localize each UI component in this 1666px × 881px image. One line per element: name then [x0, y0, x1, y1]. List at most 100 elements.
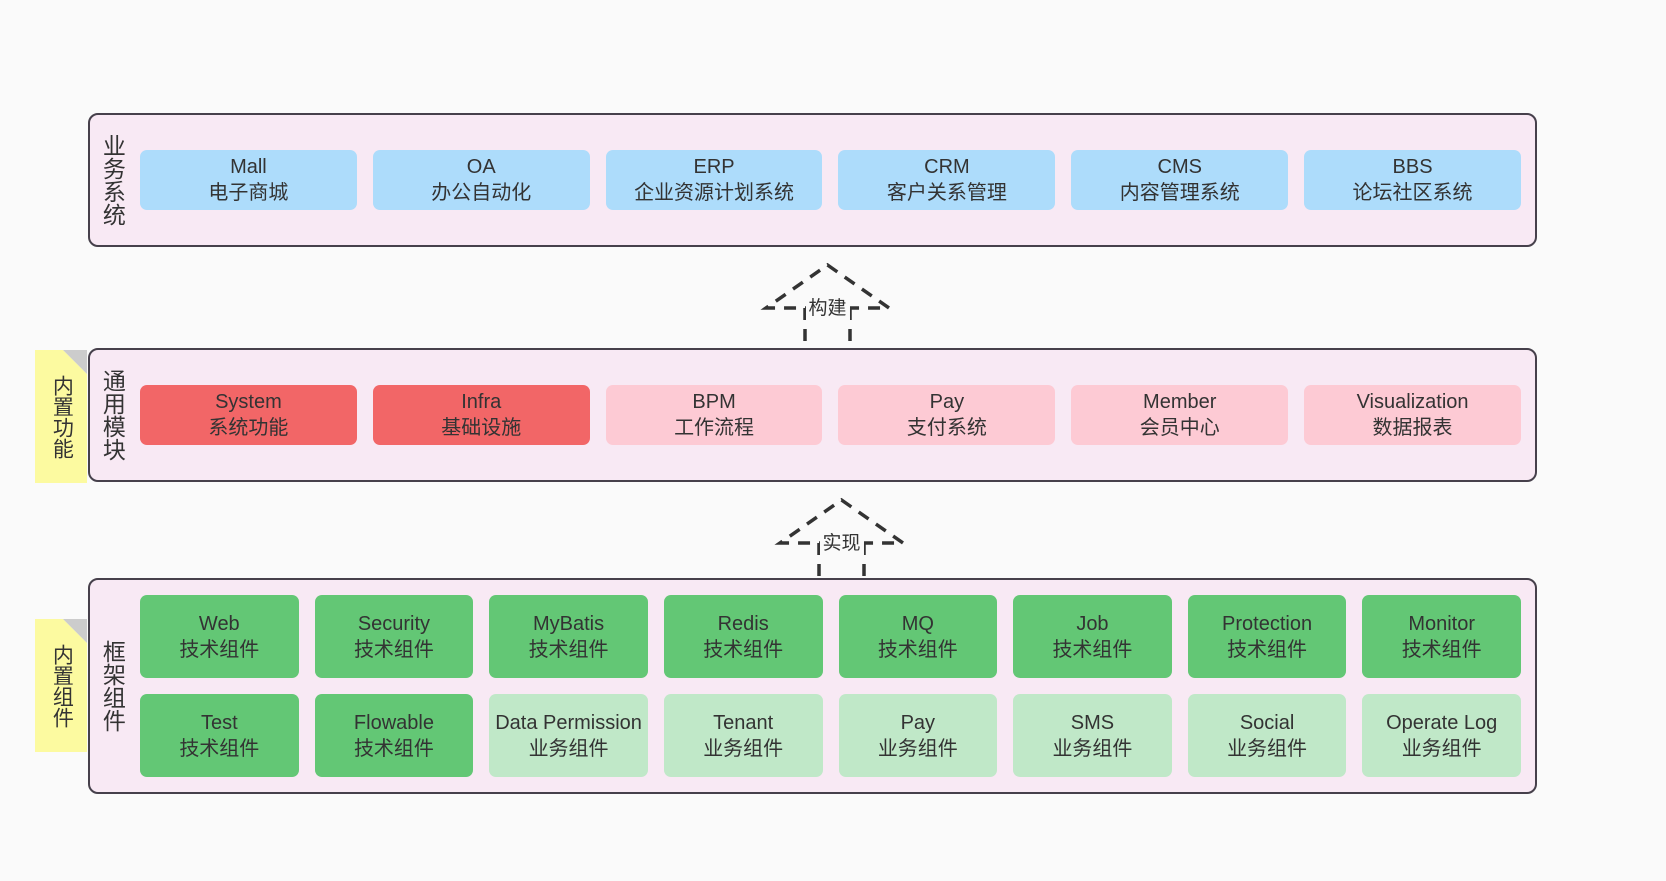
layer-body-business-system: Mall 电子商城 OA 办公自动化 ERP 企业资源计划系统 CRM 客户关系… [134, 115, 1535, 245]
card-pay-business-en: Pay [900, 711, 936, 734]
framework-tech-row: Web 技术组件 Security 技术组件 MyBatis 技术组件 Redi… [140, 595, 1521, 678]
card-flowable[interactable]: Flowable 技术组件 [314, 694, 474, 777]
card-flowable-en: Flowable [353, 711, 434, 734]
card-mybatis[interactable]: MyBatis 技术组件 [489, 595, 648, 678]
card-pay-business[interactable]: Pay 业务组件 [838, 694, 998, 777]
card-bbs-en: BBS [1392, 156, 1433, 178]
card-pay-en: Pay [929, 391, 965, 413]
card-system[interactable]: System 系统功能 [140, 385, 357, 445]
layer-title-business-system: 业务系统 [99, 134, 126, 226]
card-security[interactable]: Security 技术组件 [314, 595, 474, 678]
card-web[interactable]: Web 技术组件 [140, 595, 299, 678]
layer-body-common-module: System 系统功能 Infra 基础设施 BPM 工作流程 Pay 支付系统… [134, 350, 1535, 480]
layer-business-system: 业务系统 Mall 电子商城 OA 办公自动化 ERP 企业资源计划系统 CRM… [88, 113, 1537, 247]
card-cms-cn: 内容管理系统 [1119, 182, 1240, 204]
layer-framework-component: 框架组件 Web 技术组件 Security 技术组件 MyBatis 技术组件… [88, 578, 1537, 794]
card-mq-en: MQ [901, 612, 934, 635]
card-bpm-cn: 工作流程 [674, 417, 755, 439]
card-erp[interactable]: ERP 企业资源计划系统 [605, 150, 823, 210]
card-protection[interactable]: Protection 技术组件 [1187, 595, 1347, 678]
connector-implement-label: 实现 [819, 528, 864, 555]
arrow-shaft [817, 543, 866, 579]
card-infra[interactable]: Infra 基础设施 [372, 385, 590, 445]
card-oa[interactable]: OA 办公自动化 [372, 150, 590, 210]
card-cms-en: CMS [1157, 156, 1202, 178]
card-visualization-cn: 数据报表 [1372, 417, 1453, 439]
card-tenant-en: Tenant [713, 711, 774, 734]
layer-title-framework-component: 框架组件 [99, 640, 126, 732]
card-redis-en: Redis [717, 612, 769, 635]
card-system-en: System [215, 391, 282, 413]
card-web-en: Web [198, 612, 240, 635]
card-oa-cn: 办公自动化 [431, 182, 532, 204]
card-sms-cn: 业务组件 [1052, 737, 1133, 760]
framework-business-row: Test 技术组件 Flowable 技术组件 Data Permission … [140, 694, 1521, 777]
layer-title-common-module: 通用模块 [99, 369, 126, 461]
card-mybatis-cn: 技术组件 [528, 638, 609, 661]
card-bpm[interactable]: BPM 工作流程 [605, 385, 823, 445]
card-system-cn: 系统功能 [208, 417, 289, 439]
card-bbs[interactable]: BBS 论坛社区系统 [1304, 150, 1521, 210]
layer-common-module: 通用模块 System 系统功能 Infra 基础设施 BPM 工作流程 Pay… [88, 348, 1537, 482]
note-builtin-functions: 内置功能 [35, 350, 87, 483]
card-job[interactable]: Job 技术组件 [1013, 595, 1172, 678]
card-sms[interactable]: SMS 业务组件 [1013, 694, 1172, 777]
card-sms-en: SMS [1070, 711, 1115, 734]
card-mall-en: Mall [230, 156, 267, 178]
card-web-cn: 技术组件 [179, 638, 260, 661]
card-visualization[interactable]: Visualization 数据报表 [1304, 385, 1521, 445]
card-protection-cn: 技术组件 [1227, 638, 1308, 661]
card-pay[interactable]: Pay 支付系统 [838, 385, 1056, 445]
card-infra-cn: 基础设施 [441, 417, 522, 439]
card-operate-log[interactable]: Operate Log 业务组件 [1362, 694, 1521, 777]
card-mall-cn: 电子商城 [208, 182, 289, 204]
common-card-row: System 系统功能 Infra 基础设施 BPM 工作流程 Pay 支付系统… [140, 385, 1521, 445]
note-fold-icon [63, 619, 87, 643]
note-builtin-components-label: 内置组件 [50, 643, 74, 728]
card-crm[interactable]: CRM 客户关系管理 [838, 150, 1056, 210]
card-social-en: Social [1239, 711, 1295, 734]
card-member-en: Member [1143, 391, 1217, 413]
card-member[interactable]: Member 会员中心 [1071, 385, 1289, 445]
card-social[interactable]: Social 业务组件 [1187, 694, 1347, 777]
card-oa-en: OA [466, 156, 496, 178]
card-social-cn: 业务组件 [1227, 737, 1308, 760]
card-test-en: Test [200, 711, 238, 734]
card-mq-cn: 技术组件 [877, 638, 958, 661]
card-data-permission[interactable]: Data Permission 业务组件 [489, 694, 648, 777]
card-job-en: Job [1076, 612, 1109, 635]
card-redis-cn: 技术组件 [703, 638, 784, 661]
layer-body-framework-component: Web 技术组件 Security 技术组件 MyBatis 技术组件 Redi… [134, 580, 1535, 792]
card-mybatis-en: MyBatis [533, 612, 605, 635]
card-cms[interactable]: CMS 内容管理系统 [1071, 150, 1289, 210]
card-monitor-en: Monitor [1408, 612, 1476, 635]
card-monitor-cn: 技术组件 [1401, 638, 1482, 661]
card-redis[interactable]: Redis 技术组件 [663, 595, 823, 678]
card-test[interactable]: Test 技术组件 [140, 694, 299, 777]
card-tenant-cn: 业务组件 [703, 737, 784, 760]
card-pay-business-cn: 业务组件 [877, 737, 958, 760]
card-infra-en: Infra [461, 391, 502, 413]
arrow-shaft [803, 308, 852, 344]
card-pay-cn: 支付系统 [906, 417, 987, 439]
card-crm-cn: 客户关系管理 [886, 182, 1007, 204]
note-fold-icon [63, 350, 87, 374]
card-flowable-cn: 技术组件 [353, 737, 434, 760]
card-mall[interactable]: Mall 电子商城 [140, 150, 357, 210]
card-job-cn: 技术组件 [1052, 638, 1133, 661]
card-mq[interactable]: MQ 技术组件 [838, 595, 998, 678]
note-builtin-functions-label: 内置功能 [50, 374, 74, 459]
card-bpm-en: BPM [692, 391, 736, 413]
card-tenant[interactable]: Tenant 业务组件 [663, 694, 823, 777]
card-test-cn: 技术组件 [179, 737, 260, 760]
card-crm-en: CRM [924, 156, 970, 178]
card-erp-cn: 企业资源计划系统 [634, 182, 795, 204]
card-operate-log-cn: 业务组件 [1401, 737, 1482, 760]
card-visualization-en: Visualization [1356, 391, 1469, 413]
connector-build-label: 构建 [805, 293, 850, 320]
card-monitor[interactable]: Monitor 技术组件 [1362, 595, 1521, 678]
note-builtin-components: 内置组件 [35, 619, 87, 752]
card-security-cn: 技术组件 [353, 638, 434, 661]
connector-implement: 实现 [774, 496, 909, 579]
